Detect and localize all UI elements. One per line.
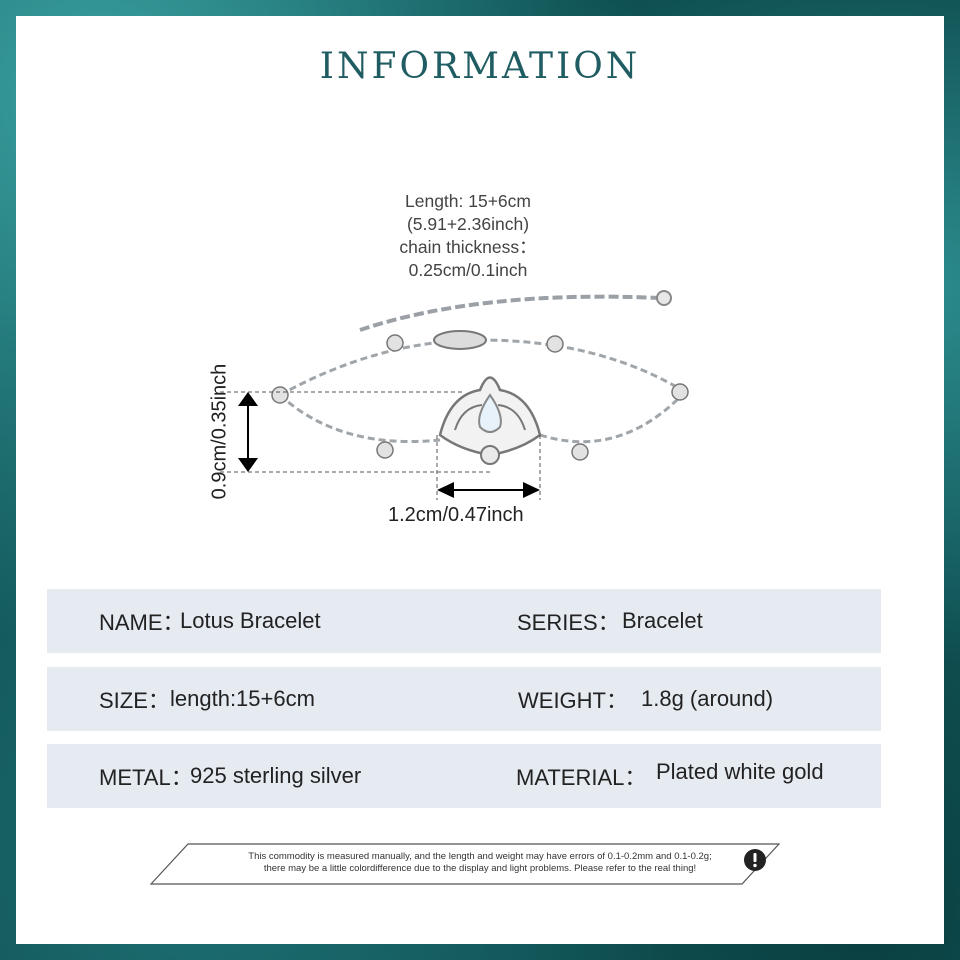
size-value: length:15+6cm <box>170 686 315 711</box>
metal-value: 925 sterling silver <box>190 763 362 788</box>
metal-label: METAL： <box>99 765 193 790</box>
page-title: INFORMATION <box>319 46 641 87</box>
disclaimer-box <box>150 843 780 885</box>
weight-label: WEIGHT： <box>518 688 628 713</box>
series-value: Bracelet <box>622 608 703 633</box>
disclaimer-line-2: there may be a little colordifference du… <box>263 863 697 874</box>
spec-chain-label: chain thickness： <box>399 237 537 257</box>
disclaimer-text: This commodity is measured manually, and… <box>200 851 760 875</box>
series-label: SERIES： <box>517 610 620 635</box>
name-label: NAME： <box>99 610 185 635</box>
height-dimension-label: 0.9cm/0.35inch <box>208 363 231 500</box>
info-row: METAL： 925 sterling silver MATERIAL： Pla… <box>47 744 881 808</box>
bracelet-image <box>220 290 689 500</box>
spec-text: Length: 15+6cm (5.91+2.36inch) chain thi… <box>368 190 568 282</box>
warning-icon <box>744 849 766 871</box>
material-label: MATERIAL： <box>516 765 647 790</box>
name-value: Lotus Bracelet <box>180 608 321 633</box>
spec-chain-value: 0.25cm/0.1inch <box>408 260 528 280</box>
info-row: SIZE： length:15+6cm WEIGHT： 1.8g (around… <box>47 667 881 731</box>
material-value: Plated white gold <box>656 759 824 785</box>
disclaimer-line-1: This commodity is measured manually, and… <box>248 851 712 862</box>
weight-value: 1.8g (around) <box>641 686 774 711</box>
spec-length-inch: (5.91+2.36inch) <box>406 214 530 234</box>
spec-length: Length: 15+6cm <box>405 191 531 211</box>
info-row: NAME： Lotus Bracelet SERIES： Bracelet <box>47 589 881 653</box>
width-dimension-label: 1.2cm/0.47inch <box>388 504 524 526</box>
size-label: SIZE： <box>99 688 170 713</box>
